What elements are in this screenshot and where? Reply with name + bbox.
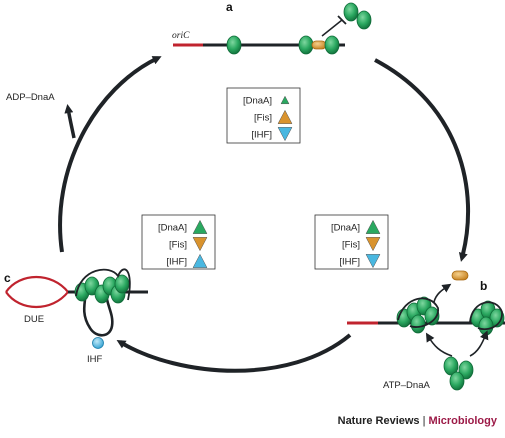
ihf-protein — [92, 337, 104, 349]
free-dnaa-protein — [343, 2, 359, 22]
legend-c-row-1-label: [Fis] — [169, 240, 187, 251]
dnaa-cluster-right — [469, 300, 505, 336]
ihf-label: IHF — [87, 354, 103, 365]
legend-c-rows: [DnaA] [Fis] [IHF] — [158, 219, 208, 268]
legend-a-row-2-label: [IHF] — [251, 130, 272, 141]
dnaa-protein — [298, 35, 314, 55]
inhibition-bar — [337, 15, 347, 25]
dnaa-protein — [324, 35, 340, 55]
ihf-dna-loop — [82, 291, 114, 337]
legend-a-row-0-label: [DnaA] — [243, 96, 272, 107]
atp-dnaa-protein — [449, 371, 465, 391]
legend-c-row-0-up-triangle-icon — [192, 219, 208, 234]
legend-c-row-1-down-triangle-icon — [192, 237, 208, 252]
legend-a-row-1-label: [Fis] — [254, 113, 272, 124]
legend-c-row-2-label: [IHF] — [166, 257, 187, 268]
cycle-arrow-b-to-c — [116, 333, 352, 373]
free-dnaa-protein — [356, 10, 372, 30]
legend-a-row-2-down-triangle-icon — [277, 127, 293, 142]
fis-protein-released — [451, 270, 469, 281]
figure-credit: Nature Reviews | Microbiology — [338, 415, 497, 427]
legend-a-row-0-up-triangle-icon — [280, 95, 290, 105]
fis-protein — [311, 40, 327, 50]
legend-b-row-1-label: [Fis] — [342, 240, 360, 251]
legend-b-rows: [DnaA] [Fis] [IHF] — [331, 219, 381, 269]
legend-b-row-1-down-triangle-icon — [365, 237, 381, 252]
atp-dnaa-protein — [458, 360, 474, 380]
due-label: DUE — [24, 314, 44, 325]
dnaa-cluster-left — [396, 296, 440, 334]
credit-section: Microbiology — [428, 415, 497, 427]
legend-b-row-0-label: [DnaA] — [331, 223, 360, 234]
panel-label-b: b — [480, 279, 487, 293]
inhibition-line — [321, 19, 343, 37]
branch-arrow-to-adp-dnaa — [64, 104, 76, 139]
dnaa-cluster-c — [74, 268, 131, 304]
cycle-arrow-c-to-a — [58, 56, 162, 253]
panel-label-a: a — [226, 0, 233, 14]
legend-b-row-0-up-triangle-icon — [365, 219, 381, 234]
adp-dnaa-label: ADP–DnaA — [6, 92, 55, 103]
oric-label: oriC — [172, 31, 190, 41]
dnaa-protein — [226, 35, 242, 55]
atp-dnaa-label: ATP–DnaA — [383, 380, 430, 391]
atp-dnaa-protein — [443, 356, 459, 376]
legend-b-row-2-down-triangle-icon — [365, 254, 381, 269]
legend-c-row-2-up-triangle-icon — [192, 253, 208, 268]
legend-c-row-0-label: [DnaA] — [158, 223, 187, 234]
legend-a-rows: [DnaA] [Fis] [IHF] — [243, 95, 293, 142]
legend-a-row-1-up-triangle-icon — [277, 109, 293, 124]
credit-journal: Nature Reviews — [337, 415, 420, 427]
cycle-arrow-a-to-b — [374, 58, 470, 262]
panel-label-c: c — [4, 271, 11, 285]
due-bubble — [5, 275, 69, 309]
credit-separator: | — [422, 415, 426, 427]
atp-dnaa-arrow-right — [469, 330, 489, 357]
fis-release-arrow — [433, 283, 452, 303]
legend-b-row-2-label: [IHF] — [339, 257, 360, 268]
atp-dnaa-arrow-left — [425, 332, 453, 357]
